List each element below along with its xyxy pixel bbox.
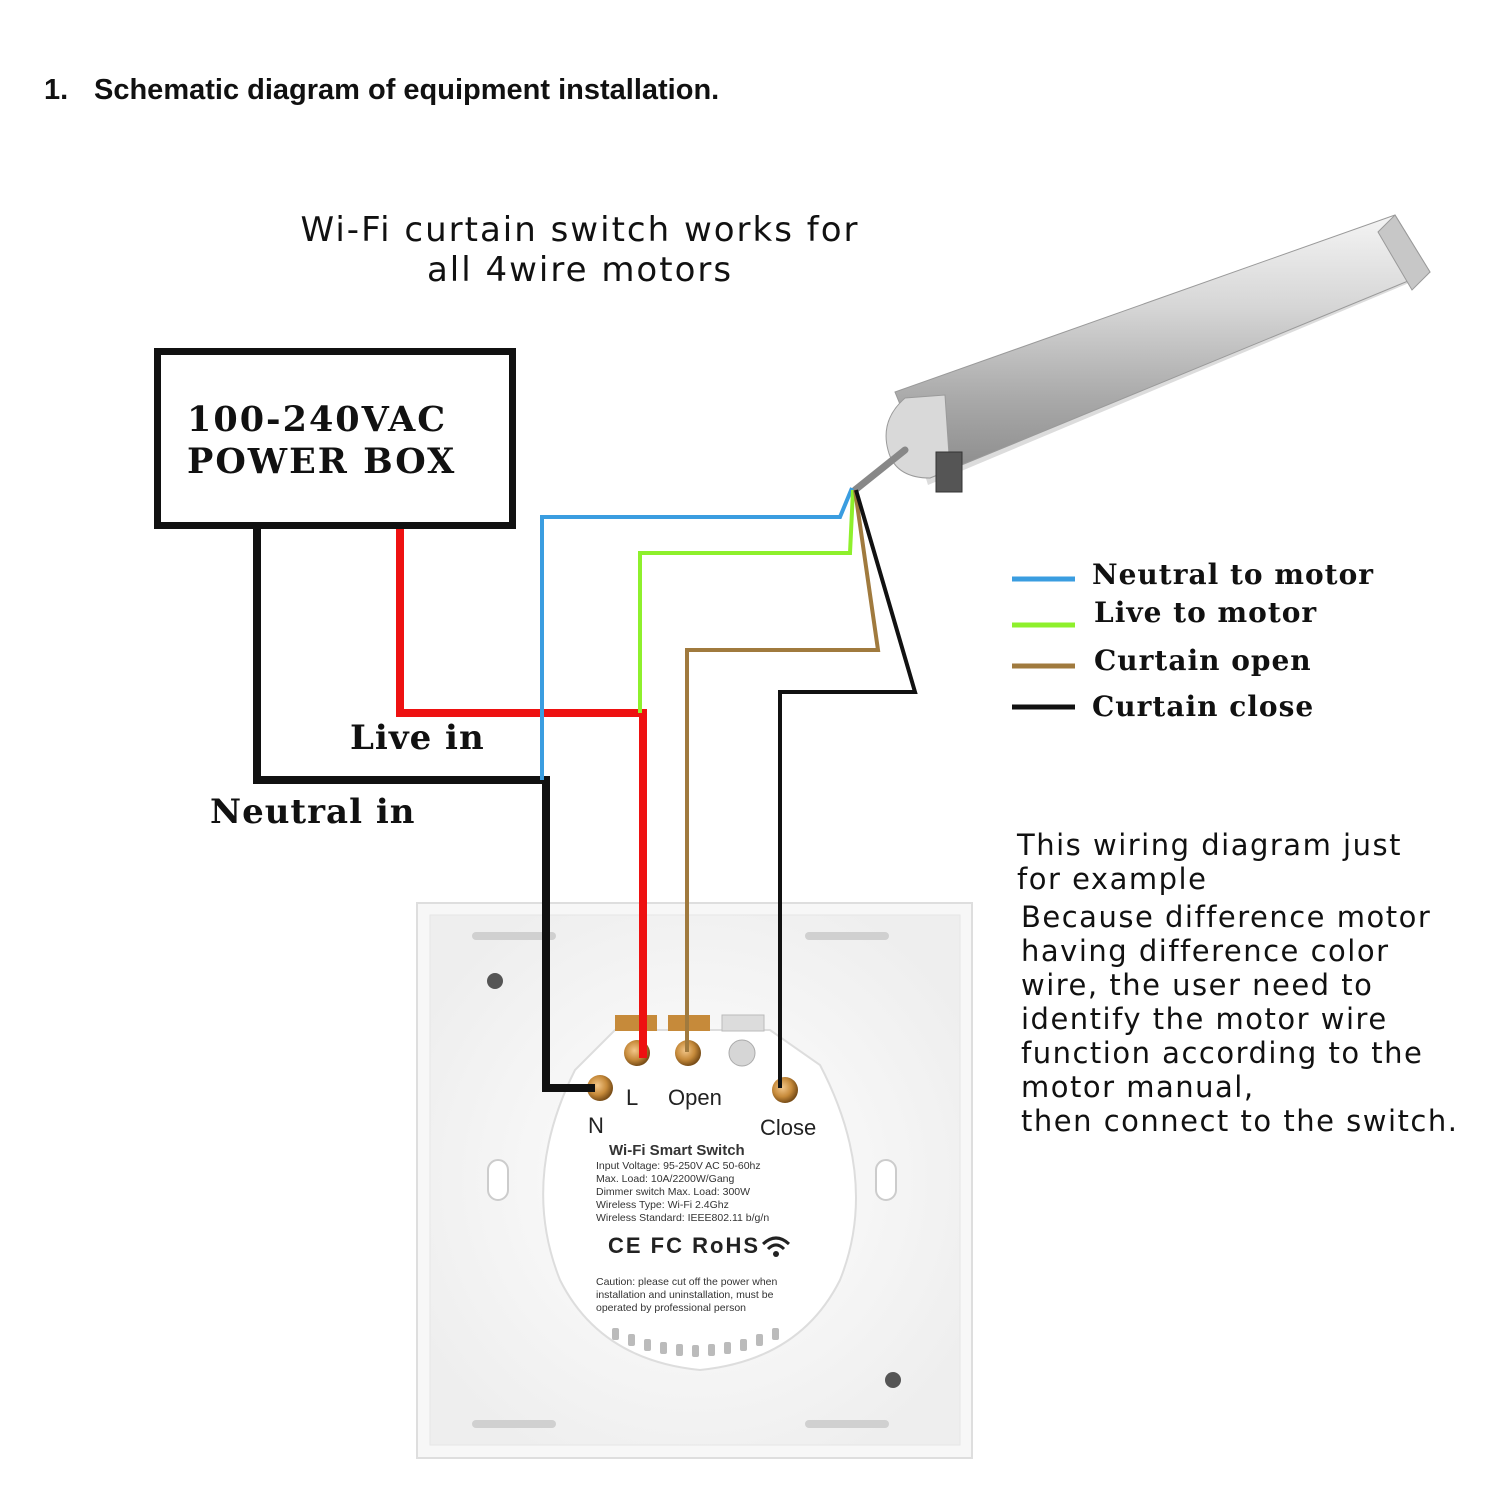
plate-slot	[805, 1420, 889, 1428]
terminal-label-close: Close	[760, 1115, 817, 1140]
terminal-label-n: N	[588, 1113, 604, 1138]
motor-end-cap	[1377, 214, 1431, 291]
spec-line: Max. Load: 10A/2200W/Gang	[596, 1173, 735, 1185]
power-box-line-1: 100-240VAC	[187, 399, 448, 440]
plate-mount-slot	[487, 1159, 509, 1201]
switch-specs: Input Voltage: 95-250V AC 50-60hz Max. L…	[596, 1160, 769, 1225]
wire-curtain-close	[778, 489, 918, 1088]
screw-terminal-open	[675, 1040, 701, 1066]
plate-mount-slot	[875, 1159, 897, 1201]
note-line: Because difference motor	[1021, 900, 1432, 934]
switch-caution: Caution: please cut off the power when i…	[596, 1276, 777, 1315]
plate-screw-hole	[885, 1372, 901, 1388]
caution-line: operated by professional person	[596, 1302, 747, 1314]
legend-label-neutral-to-motor: Neutral to motor	[1092, 558, 1374, 591]
note-line: having difference color	[1021, 934, 1390, 968]
motor-connector	[935, 451, 963, 493]
legend-label-curtain-open: Curtain open	[1094, 644, 1312, 677]
terminal-block	[615, 1015, 657, 1031]
screw-terminal-n	[587, 1075, 613, 1101]
subtitle-line-1: Wi-Fi curtain switch works for	[300, 210, 860, 250]
motor-head	[885, 394, 951, 479]
diagram-subtitle: Wi-Fi curtain switch works for all 4wire…	[230, 210, 930, 290]
vent-slots	[612, 1328, 779, 1357]
note-line: This wiring diagram just	[1017, 828, 1402, 862]
screw-terminal-unused	[728, 1039, 756, 1067]
page-heading: 1. Schematic diagram of equipment install…	[44, 74, 719, 107]
wires	[253, 487, 918, 1092]
legend-label-live-to-motor: Live to motor	[1094, 596, 1318, 629]
switch-panel	[416, 902, 973, 1459]
legend-swatches	[1012, 576, 1075, 710]
wire-neutral-to-motor	[540, 487, 854, 780]
caution-line: Caution: please cut off the power when	[596, 1276, 778, 1288]
wire-curtain-open	[685, 489, 881, 1052]
curtain-motor	[851, 214, 1431, 494]
power-box: 100-240VAC POWER BOX	[154, 348, 516, 529]
spec-line: Wireless Standard: IEEE802.11 b/g/n	[596, 1212, 770, 1224]
note-line: identify the motor wire	[1021, 1002, 1388, 1036]
plate-slot	[472, 1420, 556, 1428]
heading-text: Schematic diagram of equipment installat…	[94, 74, 720, 106]
note-line: wire, the user need to	[1021, 968, 1374, 1002]
caution-line: installation and uninstallation, must be	[596, 1289, 774, 1301]
power-box-line-2: POWER BOX	[187, 441, 457, 482]
switch-model-title: Wi-Fi Smart Switch	[609, 1142, 745, 1159]
wire-live-in	[396, 522, 647, 1058]
wire-neutral-in	[253, 518, 595, 1092]
plate-screw-hole	[487, 973, 503, 989]
note-line: then connect to the switch.	[1021, 1104, 1459, 1138]
wifi-icon	[761, 1236, 791, 1257]
subtitle-line-2: all 4wire motors	[426, 250, 734, 290]
terminal-label-open: Open	[668, 1085, 722, 1110]
spec-line: Dimmer switch Max. Load: 300W	[596, 1186, 751, 1198]
terminal-label-l: L	[626, 1085, 639, 1110]
wiring-note: This wiring diagram just for example Bec…	[1017, 828, 1458, 1138]
wire-live-to-motor	[638, 489, 855, 713]
label-live-in: Live in	[350, 718, 485, 758]
certification-marks: CE FC RoHS	[608, 1233, 760, 1258]
plate-slot	[805, 932, 889, 940]
label-neutral-in: Neutral in	[210, 792, 416, 832]
motor-body	[894, 214, 1431, 479]
plate-slot	[472, 932, 556, 940]
switch-module-body	[542, 1029, 857, 1372]
motor-cable	[851, 446, 909, 494]
spec-line: Input Voltage: 95-250V AC 50-60hz	[596, 1160, 761, 1172]
heading-number: 1.	[44, 74, 69, 106]
terminal-block	[721, 1014, 765, 1032]
note-line: function according to the	[1021, 1036, 1424, 1070]
spec-line: Wireless Type: Wi-Fi 2.4Ghz	[596, 1199, 729, 1211]
screw-terminal-close	[772, 1077, 798, 1103]
note-line: motor manual,	[1021, 1070, 1255, 1104]
legend-label-curtain-close: Curtain close	[1092, 690, 1315, 723]
note-line: for example	[1017, 862, 1208, 896]
